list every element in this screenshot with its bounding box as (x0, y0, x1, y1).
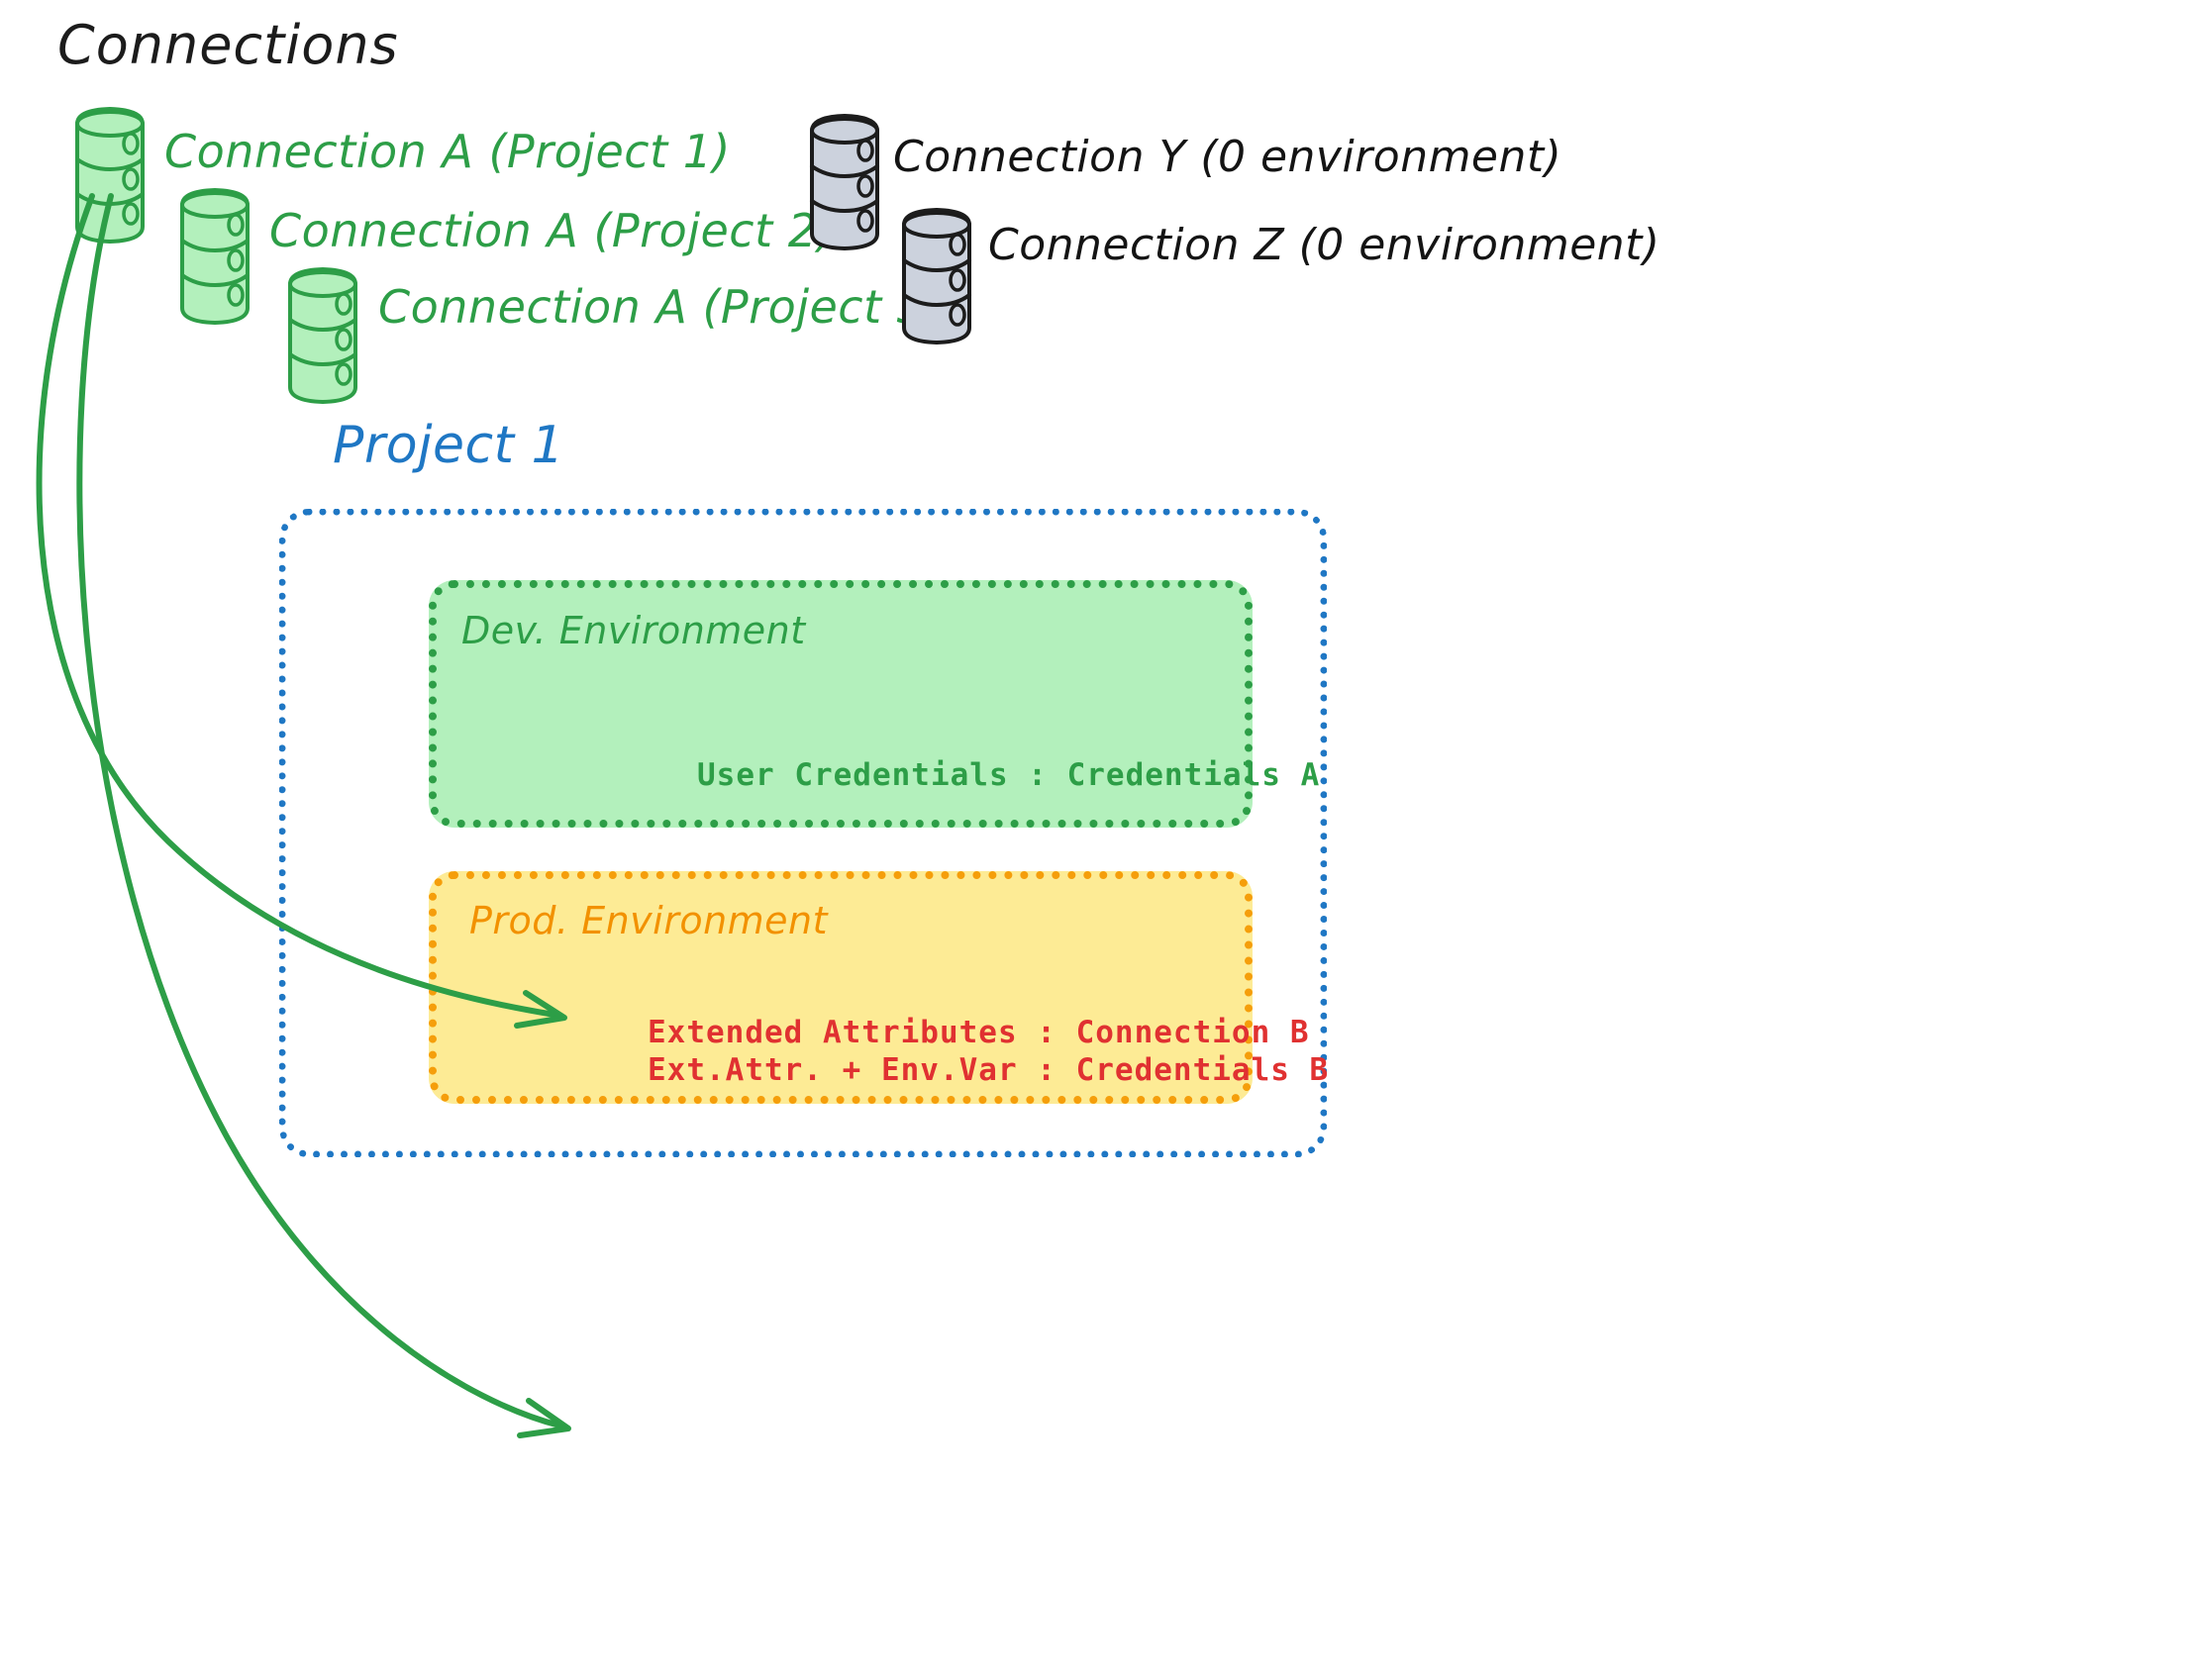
prod-environment-box (429, 871, 1253, 1104)
database-cylinder-icon-a1 (69, 102, 158, 254)
prod-environment-title: Prod. Environment (469, 899, 829, 942)
database-cylinder-icon-a3 (282, 262, 371, 415)
database-cylinder-icon-z (896, 203, 985, 355)
connection-label-a1: Connection A (Project 1) (164, 125, 731, 178)
page-title: Connections (57, 14, 399, 76)
project-title: Project 1 (333, 416, 565, 475)
connection-label-a2: Connection A (Project 2) (269, 204, 836, 257)
dev-environment-credentials-line: User Credentials : Credentials A (697, 757, 1321, 793)
database-cylinder-icon-y (804, 109, 893, 261)
prod-environment-credentials-line: Ext.Attr. + Env.Var : Credentials B (648, 1052, 1330, 1088)
database-cylinder-icon-a2 (174, 183, 263, 336)
connection-label-y: Connection Y (0 environment) (893, 132, 1562, 182)
connection-label-z: Connection Z (0 environment) (988, 220, 1660, 270)
dev-environment-title: Dev. Environment (461, 609, 806, 652)
dev-environment-box (429, 580, 1253, 828)
prod-environment-attributes-line: Extended Attributes : Connection B (648, 1015, 1310, 1050)
connection-label-a3: Connection A (Project 3) (378, 280, 945, 334)
